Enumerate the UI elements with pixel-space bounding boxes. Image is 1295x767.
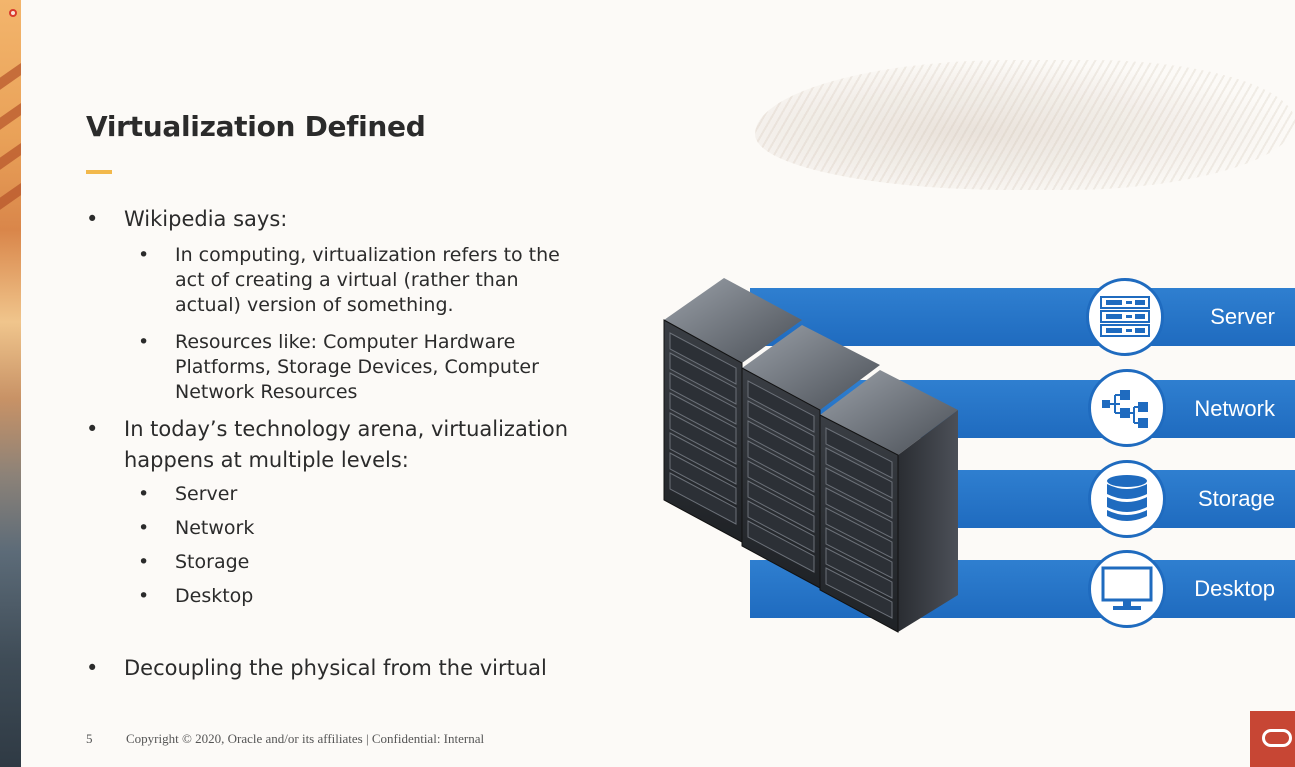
bullet-text: Decoupling the physical from the virtual: [124, 656, 547, 680]
bullet-marker: •: [138, 331, 150, 353]
bullet-decoupling: • Decoupling the physical from the virtu…: [86, 653, 586, 684]
bullet-marker: •: [138, 244, 150, 266]
bullet-wikipedia: • Wikipedia says:: [86, 204, 586, 235]
band-server: Server: [750, 288, 1295, 346]
bullet-text: Wikipedia says:: [124, 207, 288, 231]
decorative-side-strip: [0, 0, 21, 767]
sub-bullet-resources: • Resources like: Computer Hardware Plat…: [138, 330, 598, 405]
virtualization-diagram: Server Network Storage Desktop: [660, 270, 1295, 640]
bullet-marker: •: [86, 417, 99, 441]
sub-bullet-definition: • In computing, virtualization refers to…: [138, 243, 598, 318]
band-label: Network: [1194, 396, 1275, 421]
bullet-text: Storage: [175, 551, 250, 573]
sub-bullet-level: • Storage: [138, 550, 598, 575]
server-racks-illustration: [663, 278, 958, 633]
monitor-icon: [1088, 550, 1166, 628]
decorative-stripe: [0, 57, 21, 93]
bullet-marker: •: [138, 551, 150, 573]
sub-bullet-level: • Server: [138, 482, 598, 507]
oracle-logo-icon: [1250, 711, 1295, 767]
bullet-marker: •: [138, 585, 150, 607]
band-label: Server: [1210, 304, 1275, 329]
page-number: 5: [86, 731, 93, 746]
decorative-stripe: [0, 137, 21, 173]
network-icon: [1088, 369, 1166, 447]
decorative-stripe: [0, 177, 21, 213]
bullet-text: Server: [175, 483, 238, 505]
bullet-marker: •: [86, 656, 99, 680]
sub-bullet-level: • Network: [138, 516, 598, 541]
sub-bullet-level: • Desktop: [138, 584, 598, 609]
decorative-stripe: [0, 97, 21, 133]
bullet-text: Resources like: Computer Hardware Platfo…: [175, 331, 539, 403]
bullet-text: In today’s technology arena, virtualizat…: [124, 417, 569, 472]
decorative-texture: [755, 60, 1295, 190]
bullet-text: In computing, virtualization refers to t…: [175, 244, 560, 316]
copyright-text: Copyright © 2020, Oracle and/or its affi…: [126, 731, 485, 746]
bullet-levels: • In today’s technology arena, virtualiz…: [86, 414, 586, 476]
bullet-marker: •: [138, 517, 150, 539]
slide-title: Virtualization Defined: [86, 110, 426, 143]
band-label: Storage: [1197, 486, 1275, 511]
band-label: Desktop: [1194, 576, 1275, 601]
database-icon: [1088, 460, 1166, 538]
recording-indicator-icon: [9, 9, 17, 17]
bullet-text: Desktop: [175, 585, 254, 607]
bullet-marker: •: [138, 483, 150, 505]
server-icon: [1086, 278, 1164, 356]
bullet-marker: •: [86, 207, 99, 231]
title-accent-bar: [86, 170, 112, 174]
bullet-text: Network: [175, 517, 255, 539]
